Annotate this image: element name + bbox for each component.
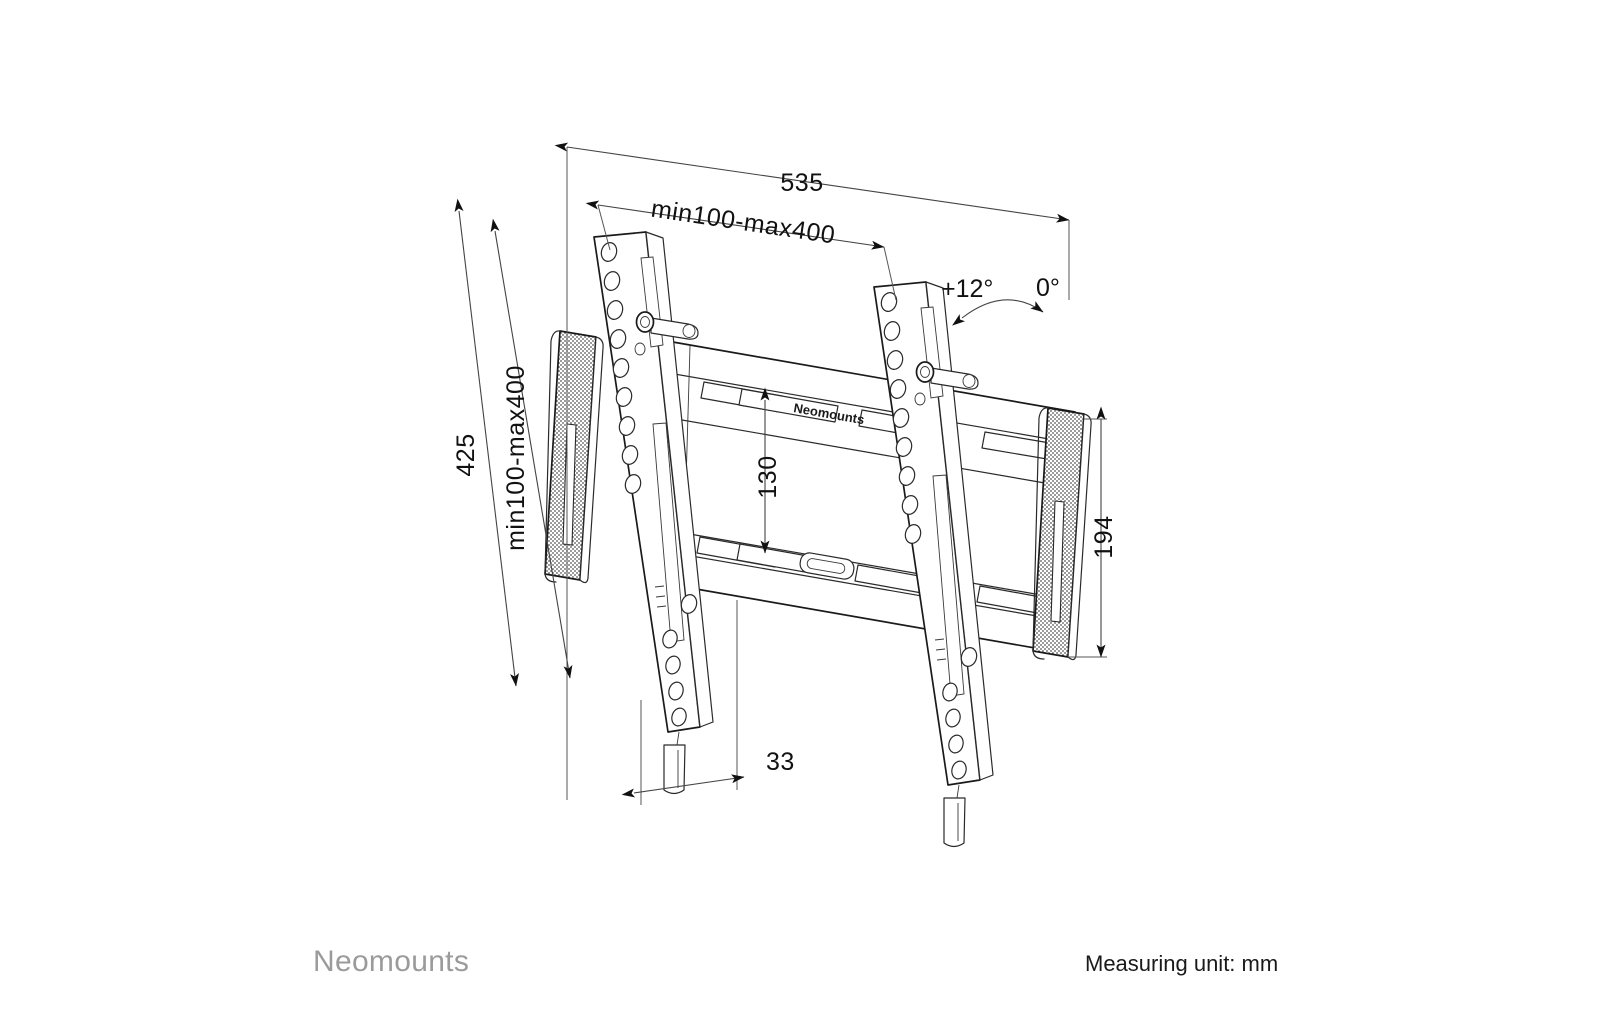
dimension-label-vesa-vertical: min100-max400 [502,365,530,551]
dimension-wall-depth: 33 [621,600,795,805]
tv-arm-right-lower-holes [942,682,967,780]
tv-arm-left-lower-holes [662,629,687,727]
footer-measuring-unit: Measuring unit: mm [1085,951,1278,976]
tv-arm-left-pivot-boss [680,594,698,614]
tilt-zero-angle-label: 0° [1036,274,1060,302]
dimension-vesa-vertical: min100-max400 [490,218,573,679]
end-cap-right [1032,407,1092,661]
tv-arm-left-ridges [654,585,667,608]
hinge-left-link-hole [682,324,696,338]
end-cap-right-slot [1050,500,1065,623]
tv-arm-right-pin-wire [956,784,960,799]
tilt-max-angle-label: +12° [941,275,993,303]
dim-line-vesa-h [585,200,885,250]
dimension-endcap-height: 194 [1068,406,1118,658]
tv-arm-right-security-pin [943,797,966,848]
tv-arm-right-slot [932,474,965,697]
dimension-plate-height: 130 [754,387,782,554]
ext-line-vesa-h-right [883,246,897,301]
dimension-label-425: 425 [452,433,480,476]
dimension-label-535: 535 [780,169,823,197]
plate-latch-mechanism [799,552,855,580]
end-cap-left-side [579,336,604,584]
hinge-assembly-right [914,361,979,406]
dimension-label-130: 130 [754,455,782,498]
tv-arm-left-slot [652,422,685,643]
footer-brand-logo: Neomounts [313,945,469,978]
hinge-left-bolt-inner [640,316,650,328]
dim-line-33 [621,774,745,798]
tv-arm-right-hole-column [880,292,922,544]
tv-arm-right-ridges [934,638,947,661]
dim-line-535 [554,142,1070,223]
dimension-label-194: 194 [1090,515,1118,558]
hinge-right-lower-hole [914,392,926,406]
tilt-angle-indicator: +12° 0° [941,274,1060,326]
end-cap-right-side [1067,413,1092,661]
tv-arm-right-pivot-boss [960,647,978,667]
dim-line-vesa-v [490,218,573,679]
hinge-right-link-hole [962,374,976,388]
hinge-right-bolt-inner [920,366,930,378]
tilt-arc-icon [952,299,1044,326]
end-cap-right-outer-edge [1032,407,1049,660]
tv-arm-left-pin-wire [676,731,680,746]
dimension-label-33: 33 [766,748,795,776]
hinge-left-lower-hole [634,342,646,356]
hinge-assembly-left [634,311,699,356]
